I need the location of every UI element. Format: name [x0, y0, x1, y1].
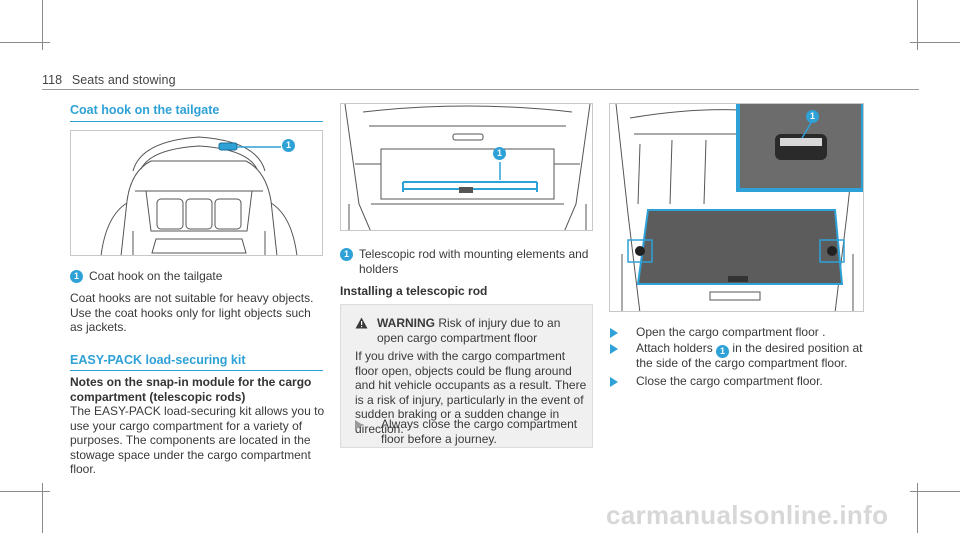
notes-heading: Notes on the snap-in module for the carg…: [70, 375, 312, 404]
tailgate-figure: [70, 130, 323, 256]
telescopic-caption: 1 Telescopic rod with mounting elements …: [340, 247, 593, 276]
crop-mark: [917, 0, 918, 50]
callout-1-inline: 1: [716, 345, 730, 358]
warning-title: Risk of injury due to an open cargo comp…: [377, 316, 561, 345]
step-3: Close the cargo compartment floor.: [610, 374, 865, 389]
instruction-arrow-icon: [610, 377, 618, 387]
page-header: 118 Seats and stowing: [42, 73, 176, 87]
crop-mark: [0, 491, 50, 492]
crop-mark: [0, 42, 50, 43]
callout-1-telescopic: 1: [493, 147, 506, 160]
coat-hook-caption: 1 Coat hook on the tailgate: [70, 269, 323, 284]
step-2-text-post: in the desired position at the side of t…: [636, 341, 863, 370]
callout-1-holder: 1: [806, 110, 819, 123]
header-rule: [42, 89, 919, 90]
telescopic-rod-illustration: [344, 104, 591, 230]
crop-mark: [42, 483, 43, 533]
notes-body: The EASY-PACK load-securing kit allows y…: [70, 404, 325, 476]
callout-1-tailgate: 1: [282, 139, 295, 152]
step-3-text: Close the cargo compartment floor.: [636, 374, 823, 388]
step-1-text: Open the cargo compartment floor .: [636, 325, 826, 339]
crop-mark: [910, 42, 960, 43]
callout-1-inline: 1: [70, 270, 83, 283]
coat-hook-title: Coat hook on the tailgate: [70, 103, 220, 117]
section-name: Seats and stowing: [71, 73, 176, 87]
warning-title-row: WARNING Risk of injury due to an open ca…: [355, 316, 585, 345]
warning-triangle-icon: [355, 317, 368, 329]
instruction-arrow-icon: [355, 420, 363, 430]
tailgate-illustration: [100, 136, 298, 255]
easy-pack-title-rule: [70, 370, 323, 371]
warning-label: WARNING: [377, 316, 435, 330]
coat-hook-title-rule: [70, 121, 323, 122]
instruction-arrow-icon: [610, 344, 618, 354]
cargo-floor-figure: [609, 103, 864, 312]
warning-body: If you drive with the cargo compartment …: [355, 349, 587, 436]
coat-hook-caption-text: Coat hook on the tailgate: [89, 269, 223, 283]
watermark: carmanualsonline.info: [606, 500, 889, 530]
cargo-floor-illustration: [615, 104, 863, 311]
warning-box: WARNING Risk of injury due to an open ca…: [340, 304, 593, 448]
crop-mark: [917, 483, 918, 533]
crop-mark: [42, 0, 43, 50]
step-2-text-pre: Attach holders: [636, 341, 713, 355]
step-2: Attach holders 1 in the desired position…: [610, 341, 865, 371]
warning-instruction: Always close the cargo compartment floor…: [355, 417, 587, 446]
coat-hook-body: Coat hooks are not suitable for heavy ob…: [70, 291, 314, 334]
easy-pack-title: EASY-PACK load-securing kit: [70, 353, 246, 367]
instruction-arrow-icon: [610, 328, 618, 338]
telescopic-rod-figure: [340, 103, 593, 231]
step-1: Open the cargo compartment floor .: [610, 325, 865, 340]
crop-mark: [910, 491, 960, 492]
callout-1-inline: 1: [340, 248, 353, 261]
telescopic-caption-text: Telescopic rod with mounting elements an…: [359, 247, 589, 276]
install-heading: Installing a telescopic rod: [340, 284, 488, 298]
page-number: 118: [42, 73, 63, 87]
warning-instruction-text: Always close the cargo compartment floor…: [381, 417, 578, 446]
